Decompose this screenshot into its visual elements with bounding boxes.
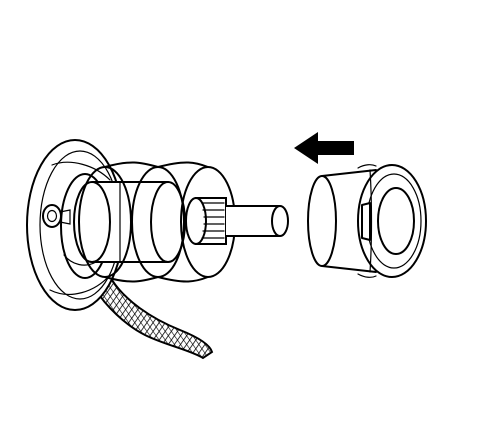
- drive-housing: [73, 181, 186, 263]
- bolt-icon: [42, 204, 71, 228]
- wire-harness: [94, 278, 214, 360]
- coil-spring: [78, 161, 236, 283]
- arrow-left-icon: [294, 132, 354, 164]
- splined-shaft: [185, 197, 289, 245]
- bushing-collar: [307, 164, 427, 278]
